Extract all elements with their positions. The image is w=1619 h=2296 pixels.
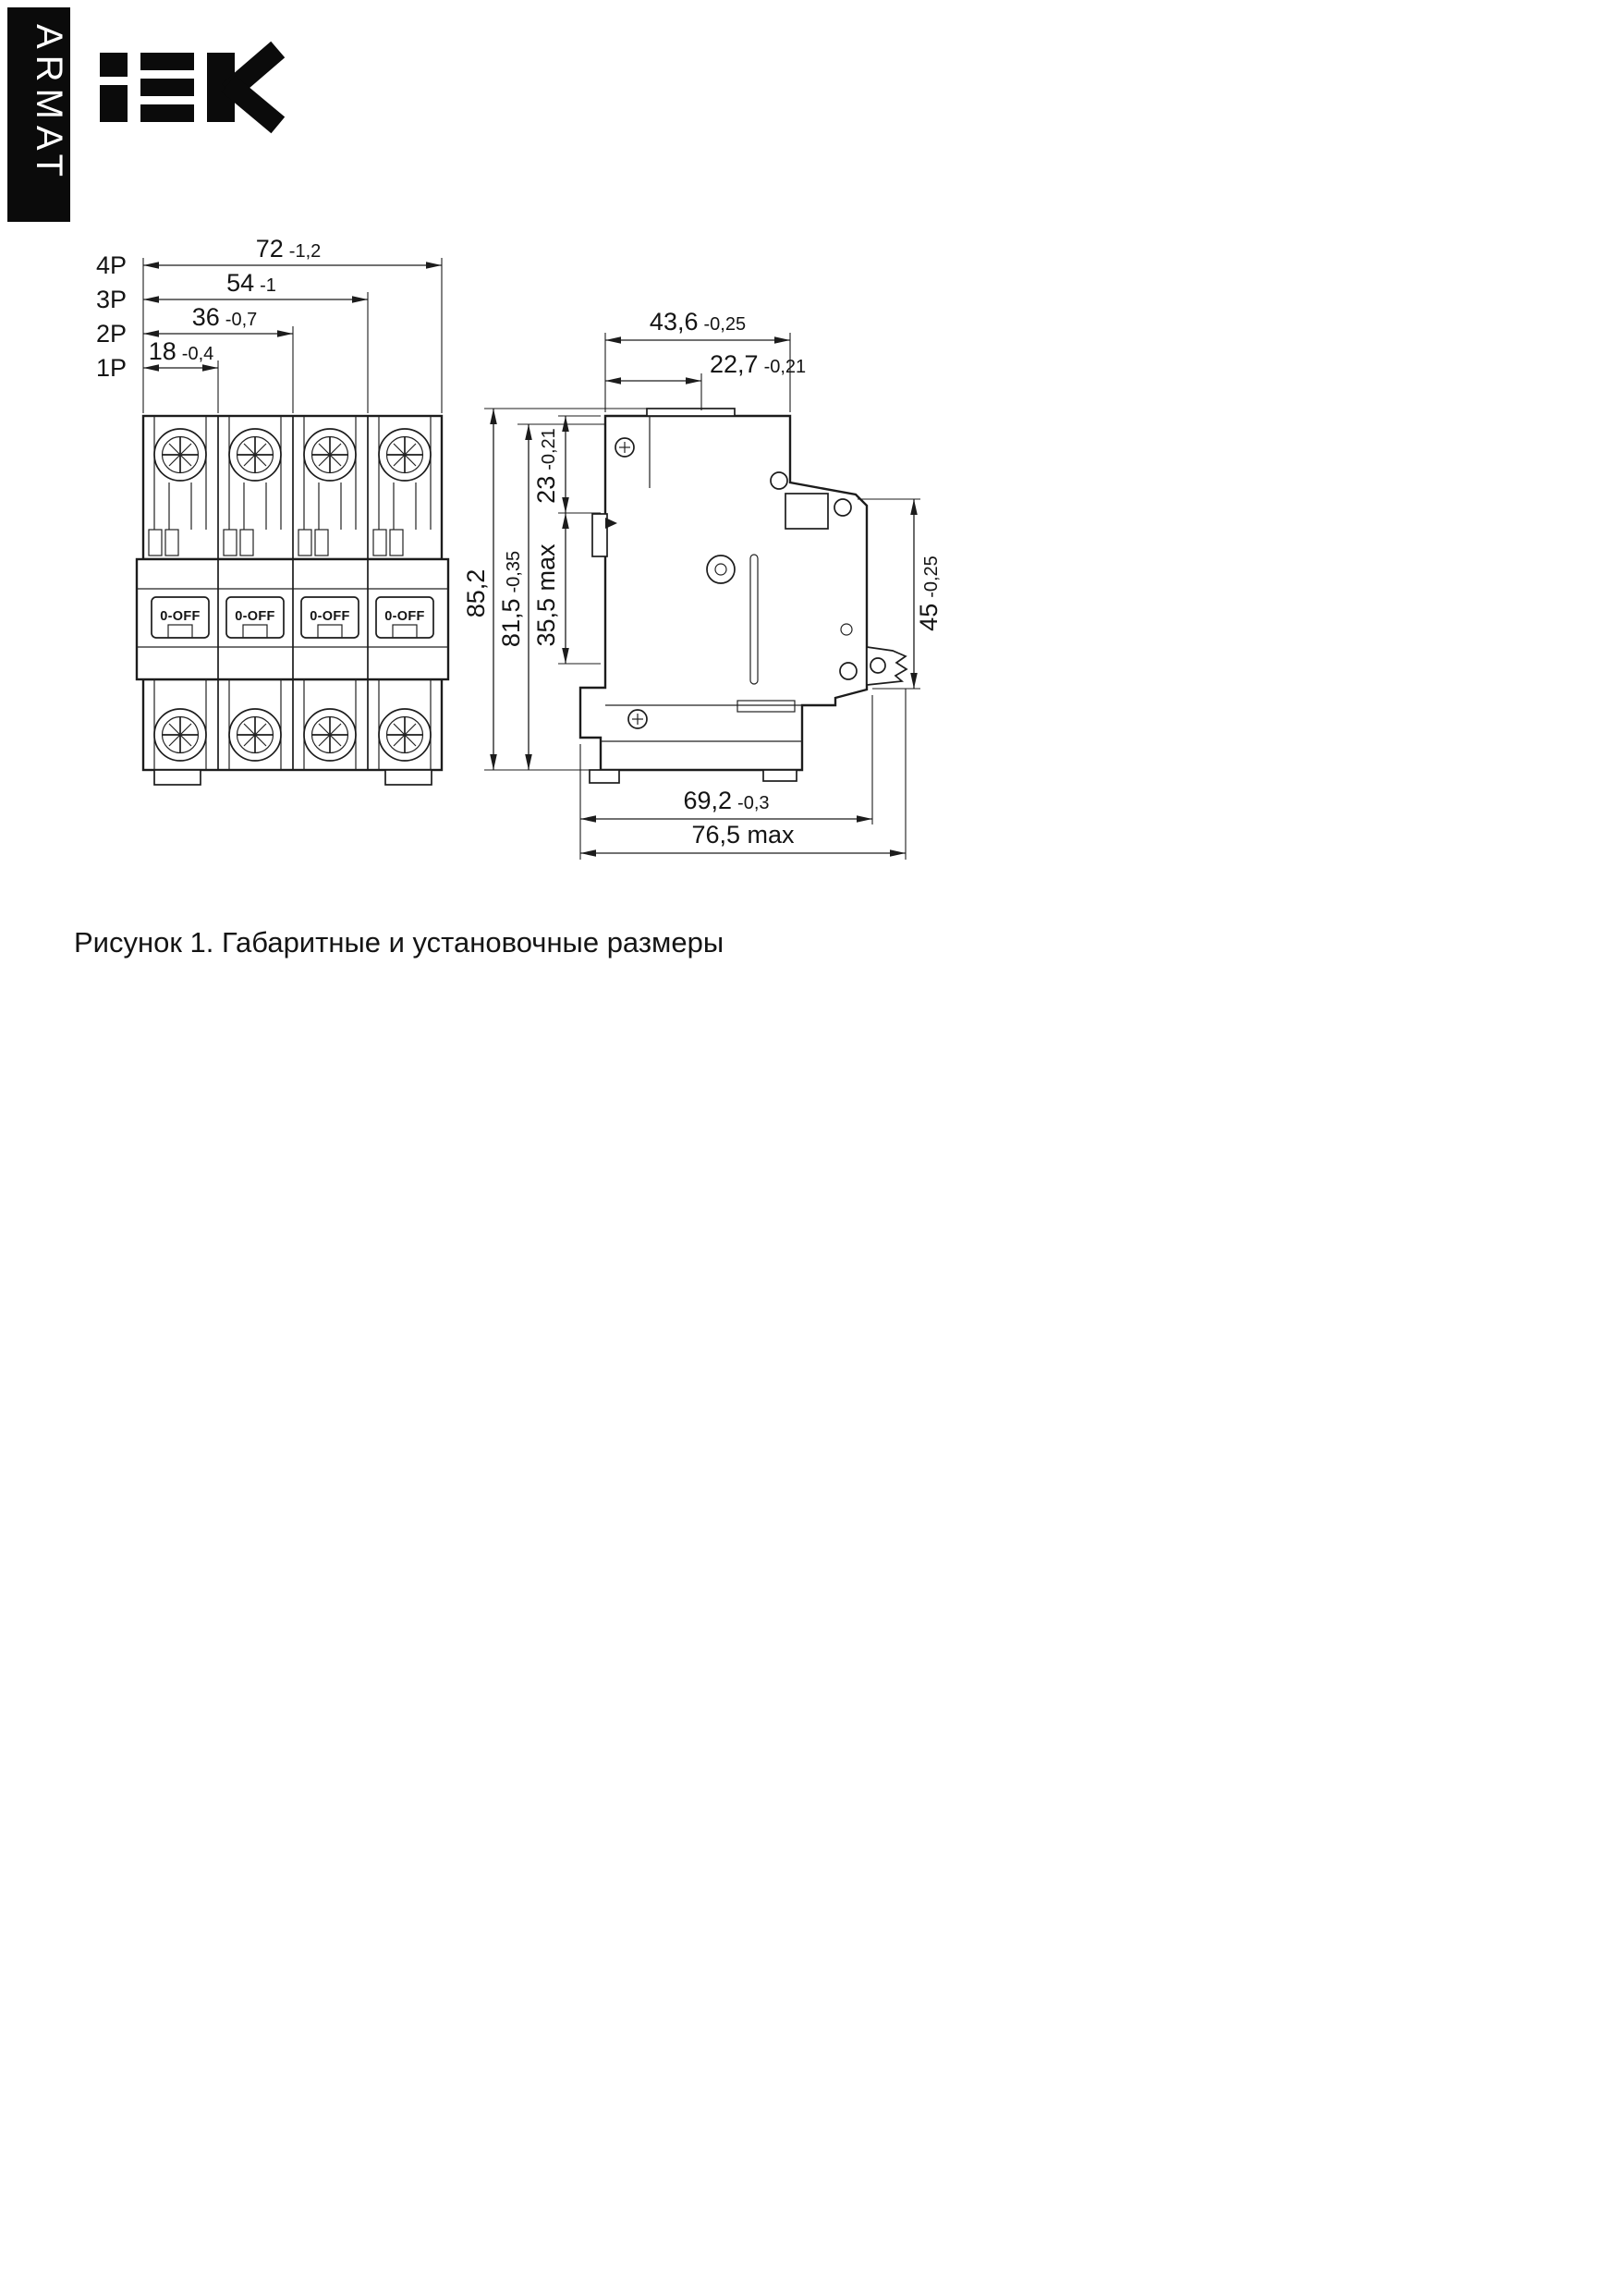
terminal-screw [303,708,357,762]
side-view-dimensions: 43,6-0,25 22,7-0,21 85,2 81,5-0,35 23-0,… [462,308,943,860]
dim-2p: 36-0,7 [192,303,258,331]
brand-bar-background [7,7,70,222]
terminal-screw [303,428,357,482]
din-latch [866,646,908,686]
toggle-label: 0-OFF [160,609,200,624]
dim-4p: 72-1,2 [256,235,322,263]
dim-body-height: 81,5-0,35 [497,551,525,647]
dim-upper-height: 23-0,21 [532,428,560,504]
din-clip-left [153,769,201,786]
front-view-dimensions: 4P 3P 2P 1P 72-1,2 54-1 36-0,7 18-0,4 [96,235,443,413]
side-top-rib [646,408,736,417]
front-view: 0-OFF 0-OFF 0-OFF 0-OFF [135,414,450,786]
pole-label-1p: 1P [96,354,127,382]
dim-top-width: 43,6-0,25 [650,308,746,336]
pole-label-3p: 3P [96,286,127,313]
terminal-screw [228,428,282,482]
side-back-tab [591,513,608,557]
terminal-screw [153,708,207,762]
terminal-screw [228,708,282,762]
dim-terminal-offset: 22,7-0,21 [710,350,806,378]
side-wedge-detail [605,518,617,529]
iek-logo: IEK [100,41,286,134]
side-view [578,408,908,784]
pole-label-2p: 2P [96,320,127,348]
dim-overall-depth: 76,5 max [691,821,795,849]
figure-caption: Рисунок 1. Габаритные и установочные раз… [74,926,724,959]
din-clip-right [384,769,432,786]
dim-3p: 54-1 [226,269,276,297]
brand-vertical-label: ARMAT [29,24,69,183]
logo-i-dot [100,53,128,77]
din-claw-back [589,769,620,784]
pole-label-4p: 4P [96,251,127,279]
brand-bar: ARMAT [7,7,70,222]
toggle-label: 0-OFF [235,609,274,624]
terminal-screw [153,428,207,482]
side-slot [749,554,759,685]
dim-mounting-depth: 69,2-0,3 [683,787,769,814]
dim-1p: 18-0,4 [149,337,214,365]
side-marking-window [785,493,829,530]
logo-k-lower-arm [221,75,286,134]
terminal-screw [378,708,432,762]
dim-front-panel: 45-0,25 [915,556,943,631]
toggle-label: 0-OFF [310,609,349,624]
din-claw-front [762,769,797,782]
toggle-label: 0-OFF [384,609,424,624]
dim-overall-height: 85,2 [462,569,490,618]
terminal-screw [378,428,432,482]
side-body-outline [578,414,869,772]
logo-k-upper-arm [221,41,286,101]
logo-i-stem [100,85,128,122]
side-rivets [615,437,858,729]
dim-handle-zone: 35,5 max [532,543,560,647]
logo-e-bar [140,79,194,96]
logo-e-bar [140,53,194,70]
logo-e-bar [140,104,194,122]
